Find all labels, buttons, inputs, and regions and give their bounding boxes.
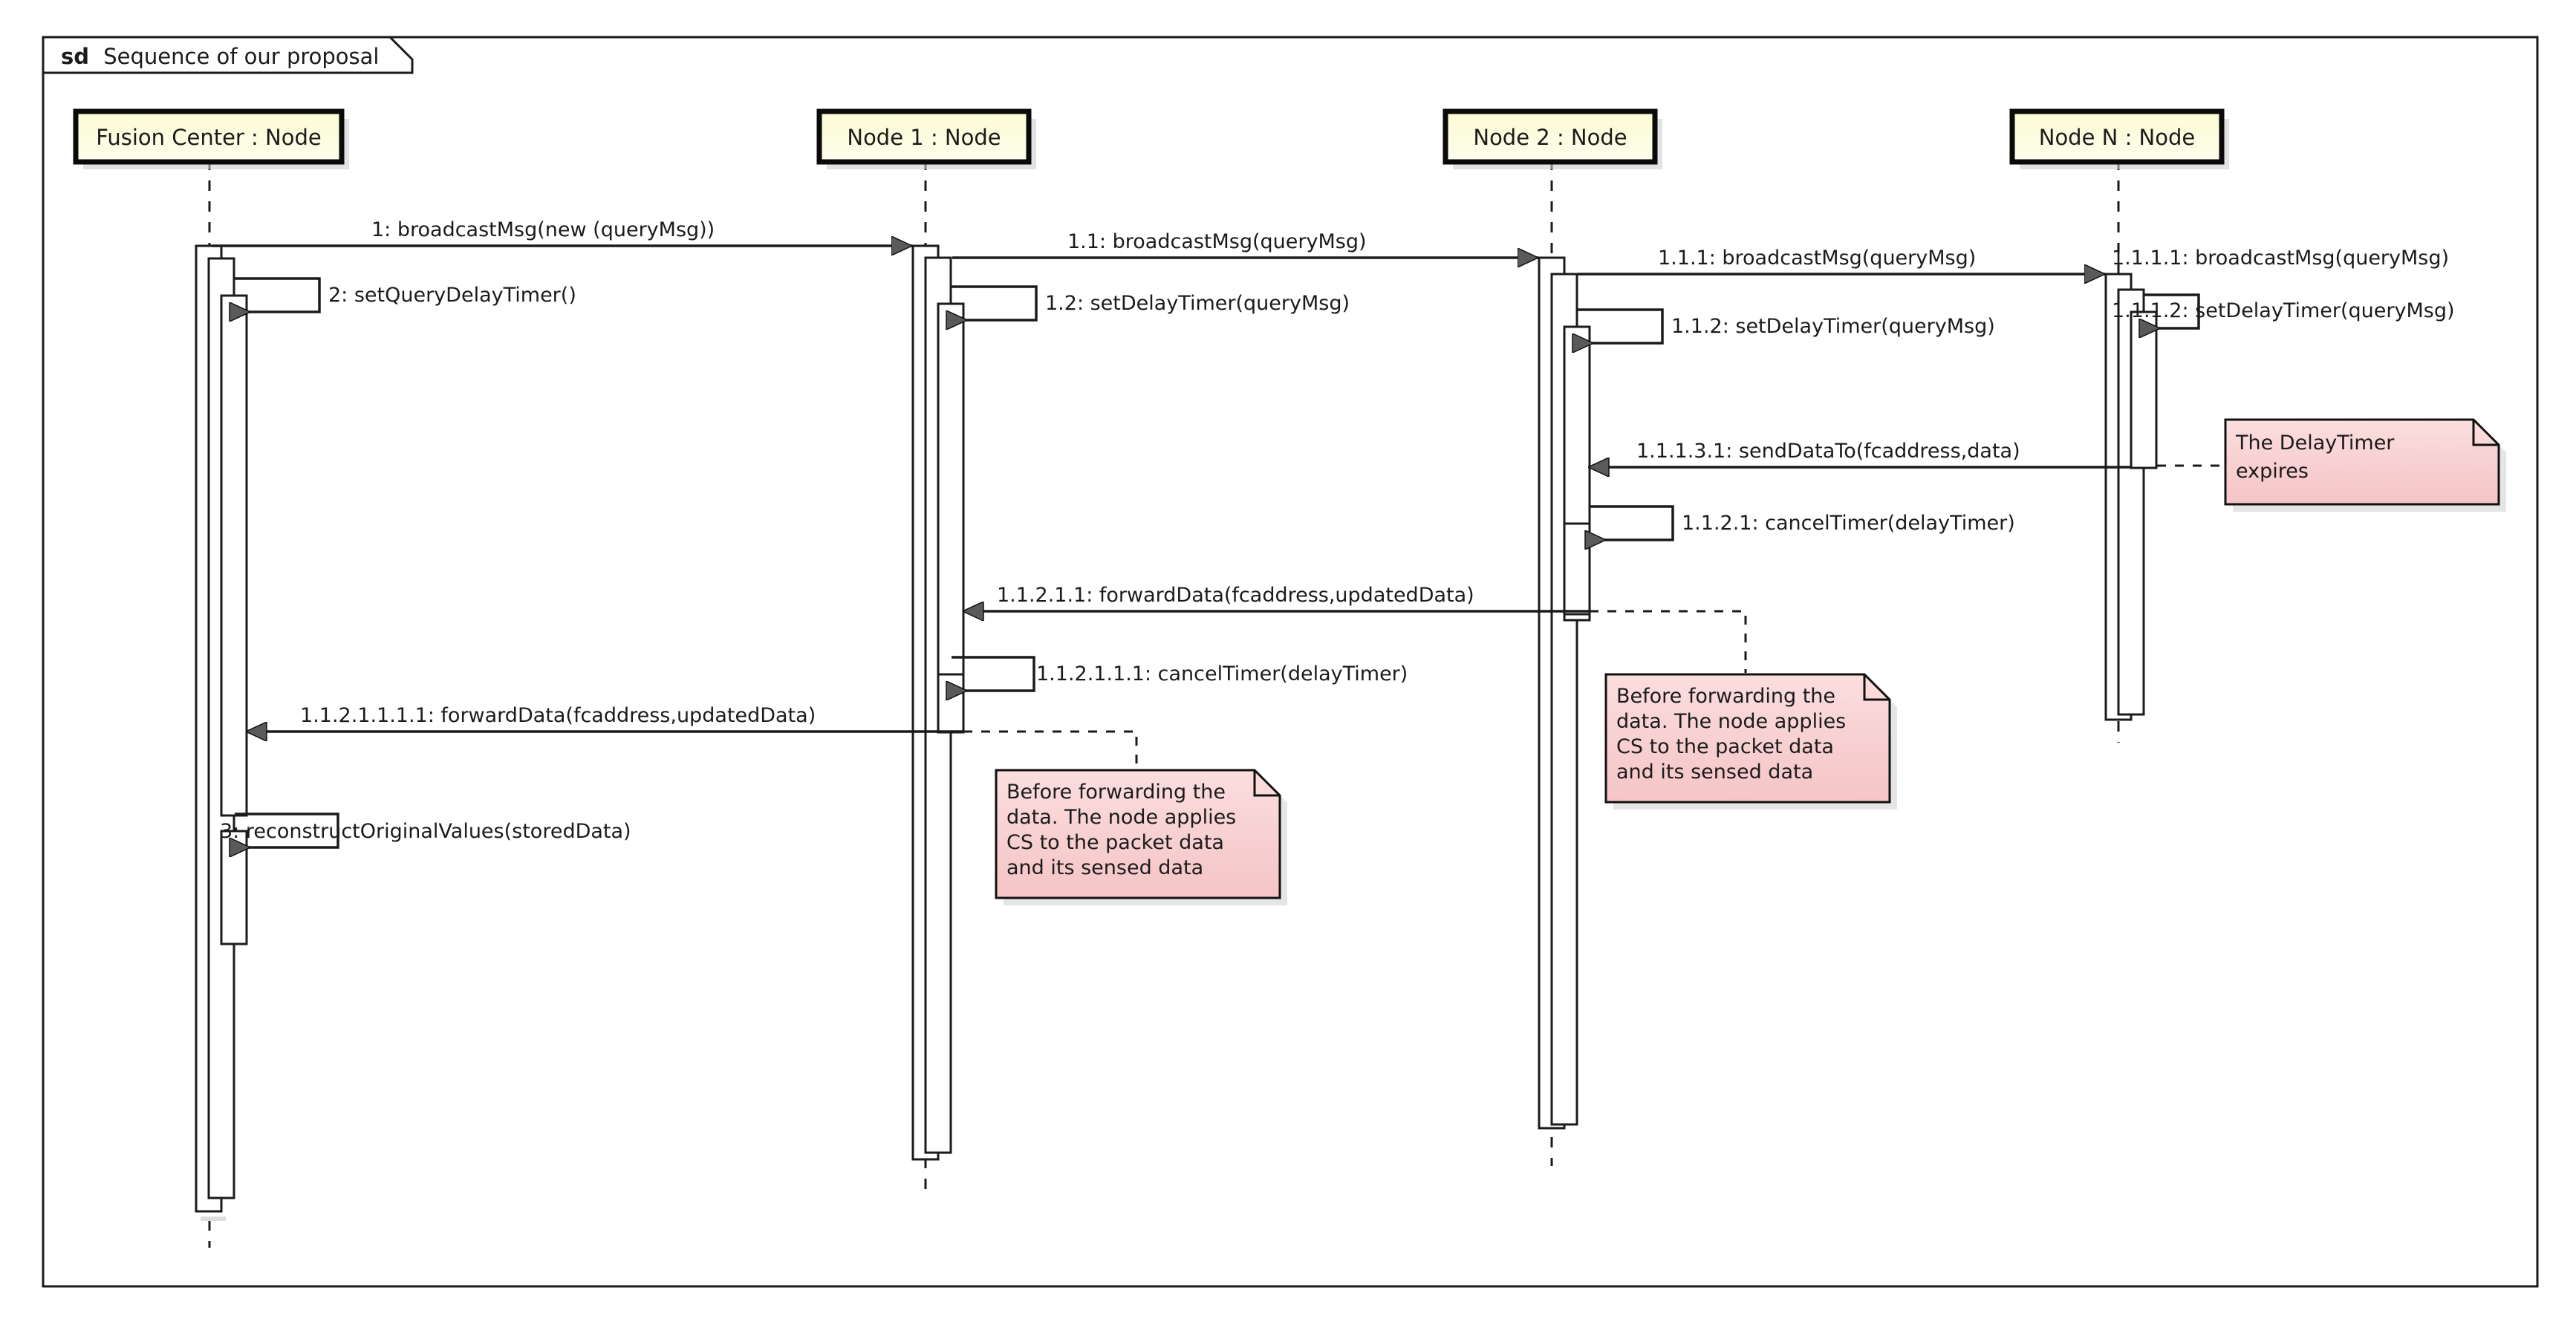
participants-layer: Fusion Center : Node Node 1 : Node Node … bbox=[73, 108, 2229, 169]
message-label: 3: reconstructOriginalValues(storedData) bbox=[220, 820, 631, 843]
notes-layer: The DelayTimer expires Before forwarding… bbox=[995, 418, 2506, 905]
participant-label: Fusion Center : Node bbox=[96, 125, 321, 150]
message-label: 1.1.2.1.1: forwardData(fcaddress,updated… bbox=[997, 584, 1474, 607]
note-line: and its sensed data bbox=[1006, 856, 1203, 879]
message-1-1-1[interactable]: 1.1.1: broadcastMsg(queryMsg) bbox=[1578, 247, 2105, 274]
activation-bar bbox=[220, 830, 248, 945]
message-label: 1.1.1: broadcastMsg(queryMsg) bbox=[1658, 247, 1976, 270]
note-line: The DelayTimer bbox=[2235, 432, 2395, 455]
message-1-1[interactable]: 1.1: broadcastMsg(queryMsg) bbox=[952, 230, 1538, 258]
message-label: 1.1.2.1: cancelTimer(delayTimer) bbox=[1682, 512, 2015, 535]
activation-bar bbox=[937, 302, 965, 732]
message-label: 1.1.2: setDelayTimer(queryMsg) bbox=[1671, 315, 1995, 338]
frame-title-label: Sequence of our proposal bbox=[103, 44, 379, 69]
message-label: 1.1.1.1: broadcastMsg(queryMsg) bbox=[2112, 247, 2449, 270]
participant-label: Node 2 : Node bbox=[1473, 125, 1627, 150]
message-1-1-1-1[interactable]: 1.1.1.1: broadcastMsg(queryMsg) bbox=[2112, 247, 2449, 270]
note-line: data. The node applies bbox=[1006, 806, 1236, 829]
message-label: 1.1.2.1.1.1: cancelTimer(delayTimer) bbox=[1036, 662, 1408, 686]
participant-label: Node N : Node bbox=[2039, 125, 2196, 150]
activation-bar bbox=[2130, 310, 2158, 469]
message-label: 1.1: broadcastMsg(queryMsg) bbox=[1067, 230, 1367, 253]
note-cs-node1: Before forwarding the data. The node app… bbox=[995, 769, 1287, 905]
messages-layer: 1: broadcastMsg(new (queryMsg)) 2: setQu… bbox=[212, 218, 2455, 847]
message-1-1-1-3-1[interactable]: 1.1.1.3.1: sendDataTo(fcaddress,data) bbox=[1590, 440, 2130, 467]
frame-title-text: sd Sequence of our proposal bbox=[61, 44, 379, 69]
activation-bar bbox=[220, 294, 248, 817]
message-1-1-2-1-1-1-1[interactable]: 1.1.2.1.1.1.1: forwardData(fcaddress,upd… bbox=[247, 704, 963, 732]
activation-bar bbox=[1563, 522, 1591, 616]
participant-node-1[interactable]: Node 1 : Node bbox=[816, 108, 1036, 169]
activations-layer bbox=[195, 244, 2158, 1221]
note-line: CS to the packet data bbox=[1616, 735, 1834, 758]
message-1-2[interactable]: 1.2: setDelayTimer(queryMsg) bbox=[952, 285, 1350, 320]
message-3[interactable]: 3: reconstructOriginalValues(storedData) bbox=[220, 813, 631, 847]
participant-label: Node 1 : Node bbox=[847, 125, 1001, 150]
message-label: 1.1.2.1.1.1.1: forwardData(fcaddress,upd… bbox=[300, 704, 816, 727]
activation-bar bbox=[201, 1217, 226, 1221]
message-1[interactable]: 1: broadcastMsg(new (queryMsg)) bbox=[212, 218, 912, 246]
frame-keyword: sd bbox=[61, 44, 89, 69]
message-label: 1.1.1.3.1: sendDataTo(fcaddress,data) bbox=[1636, 440, 2020, 463]
activation-bar bbox=[937, 673, 965, 734]
message-1-1-2-1[interactable]: 1.1.2.1: cancelTimer(delayTimer) bbox=[1590, 505, 2015, 540]
note-line: expires bbox=[2236, 460, 2309, 483]
message-label: 1.1.1.2: setDelayTimer(queryMsg) bbox=[2112, 299, 2455, 322]
message-1-1-2-1-1-1[interactable]: 1.1.2.1.1.1: cancelTimer(delayTimer) bbox=[952, 656, 1408, 691]
frame-title-tab bbox=[42, 36, 414, 74]
note-line: and its sensed data bbox=[1616, 761, 1813, 784]
message-label: 2: setQueryDelayTimer() bbox=[328, 284, 576, 307]
note-line: data. The node applies bbox=[1616, 710, 1846, 733]
note-line: Before forwarding the bbox=[1006, 781, 1226, 804]
message-2[interactable]: 2: setQueryDelayTimer() bbox=[235, 277, 576, 312]
note-connector-cs-node1 bbox=[963, 730, 1138, 769]
note-line: Before forwarding the bbox=[1616, 685, 1835, 708]
message-1-1-2[interactable]: 1.1.2: setDelayTimer(queryMsg) bbox=[1578, 308, 1995, 343]
participant-fusion-center[interactable]: Fusion Center : Node bbox=[73, 108, 349, 169]
message-label: 1: broadcastMsg(new (queryMsg)) bbox=[371, 218, 715, 241]
message-1-1-1-2[interactable]: 1.1.1.2: setDelayTimer(queryMsg) bbox=[2112, 293, 2455, 328]
participant-node-2[interactable]: Node 2 : Node bbox=[1443, 108, 1662, 169]
message-label: 1.2: setDelayTimer(queryMsg) bbox=[1045, 292, 1350, 315]
note-cs-node2: Before forwarding the data. The node app… bbox=[1604, 673, 1897, 810]
participant-node-n[interactable]: Node N : Node bbox=[2009, 108, 2229, 169]
note-delay-timer: The DelayTimer expires bbox=[2224, 418, 2506, 512]
message-1-1-2-1-1[interactable]: 1.1.2.1.1: forwardData(fcaddress,updated… bbox=[964, 584, 1590, 611]
note-line: CS to the packet data bbox=[1006, 831, 1224, 854]
note-connectors-layer bbox=[963, 464, 2225, 769]
note-connector-cs-node2 bbox=[1590, 610, 1747, 673]
